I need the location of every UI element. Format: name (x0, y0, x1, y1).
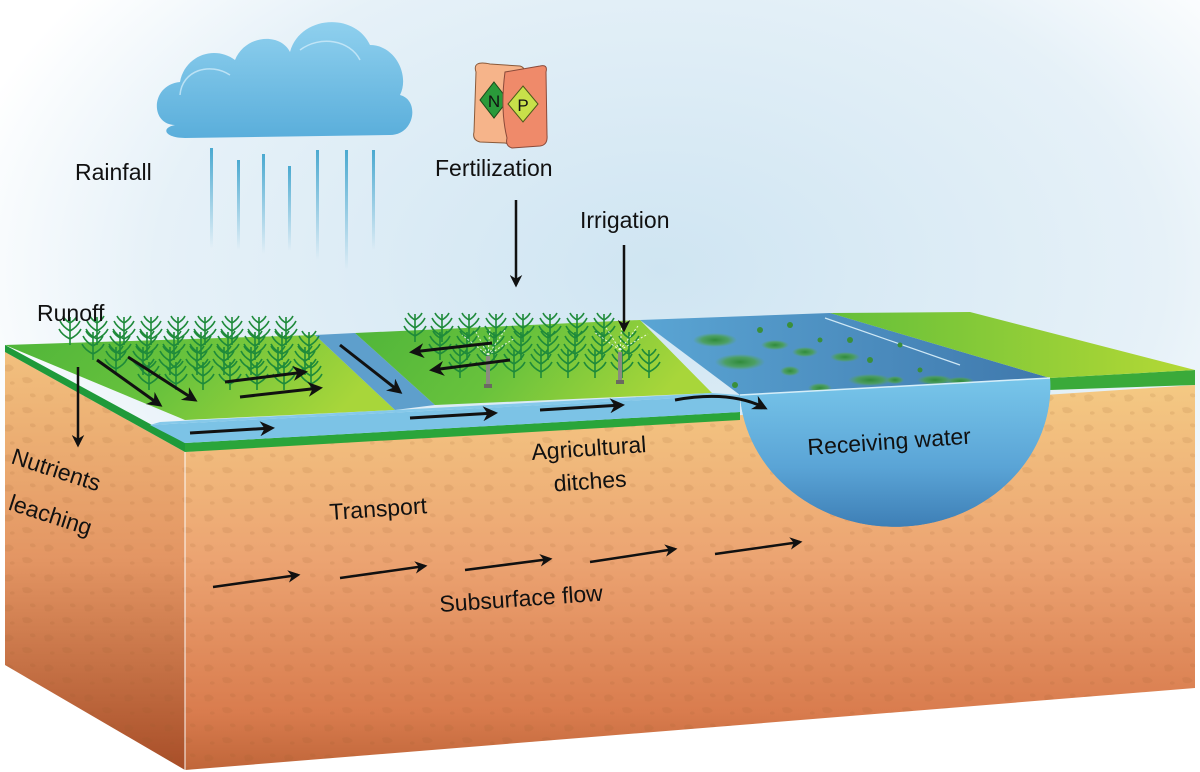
crop-plant (216, 330, 240, 360)
crop-plant (81, 330, 105, 360)
crop-plant (565, 312, 589, 342)
crop-plant (112, 315, 136, 345)
crop-plant (193, 315, 217, 345)
sprinkler-right (593, 321, 649, 384)
ditch-to-pond-arrow (674, 394, 768, 410)
crop-plant (58, 315, 82, 345)
irrigation-return-arrow-2 (429, 358, 511, 376)
rain-drop (237, 160, 240, 250)
crop-plant (457, 312, 481, 342)
crop-plant (484, 312, 508, 342)
label-irrigation: Irrigation (580, 207, 669, 233)
rain-drop (345, 150, 348, 270)
grass-edge-left (5, 345, 185, 452)
field-right (830, 312, 1195, 378)
runoff-arrow-2 (127, 355, 198, 402)
crop-plant (637, 348, 661, 378)
label-rainfall: Rainfall (75, 159, 152, 185)
crop-plant (247, 315, 271, 345)
crop-plant (297, 330, 321, 360)
subsurface-arrow-4 (589, 544, 678, 564)
crop-plant (536, 330, 560, 360)
p-diamond (507, 85, 539, 123)
runoff-arrow-4 (239, 381, 323, 399)
crop-plant (482, 330, 506, 360)
p-letter: P (517, 96, 528, 115)
crop-plant (270, 330, 294, 360)
runoff-arrow-3 (224, 366, 308, 384)
crop-plant (162, 330, 186, 360)
n-letter: N (488, 92, 500, 111)
ditch-arrow-2 (409, 406, 498, 422)
crop-plant (509, 330, 533, 360)
crop-plant (243, 330, 267, 360)
fertilizer-bags-icon: N P (473, 62, 548, 149)
crop-plant (164, 360, 188, 390)
crop-plant (189, 330, 213, 360)
ditch-arrow-1 (189, 421, 275, 437)
grass-edge-front (185, 412, 740, 452)
crop-plant (274, 315, 298, 345)
rain-cloud-icon (156, 22, 413, 138)
rain-drops (210, 148, 375, 270)
crop-plant (563, 330, 587, 360)
field-left (5, 335, 395, 420)
crop-plant (104, 345, 128, 375)
crop-plant (403, 312, 427, 342)
ditch-diagonal-arrow (339, 343, 403, 394)
crop-plant (556, 348, 580, 378)
ditch-arrow-3 (539, 398, 625, 414)
crop-plant (137, 360, 161, 390)
crop-plant (166, 315, 190, 345)
crop-plant (135, 330, 159, 360)
label-runoff: Runoff (37, 300, 105, 326)
rain-drop (316, 150, 319, 260)
crop-plant (139, 315, 163, 345)
crop-plant (220, 315, 244, 345)
subsurface-arrow-2 (339, 561, 428, 580)
subsurface-arrow-1 (212, 570, 301, 589)
rain-drop (372, 150, 375, 250)
rain-drop (210, 148, 213, 248)
crop-plant (85, 315, 109, 345)
subsurface-arrow-3 (464, 554, 553, 572)
flow-arrows (71, 200, 803, 589)
crop-plant (590, 330, 614, 360)
rain-drop (288, 166, 291, 251)
crop-plant (511, 312, 535, 342)
subsurface-arrow-5 (714, 537, 803, 556)
crop-plant (529, 348, 553, 378)
label-fertilization: Fertilization (435, 155, 553, 181)
crop-plant (108, 330, 132, 360)
runoff-arrow-1 (96, 358, 163, 407)
rain-drop (262, 154, 265, 254)
crop-plant (583, 348, 607, 378)
crop-plant (430, 312, 454, 342)
label-ditches: ditches (553, 465, 628, 496)
irrigation-return-arrow-1 (409, 341, 493, 359)
crop-plant (592, 312, 616, 342)
crop-plant (538, 312, 562, 342)
algae-blooms (693, 322, 974, 393)
crop-plant (191, 360, 215, 390)
